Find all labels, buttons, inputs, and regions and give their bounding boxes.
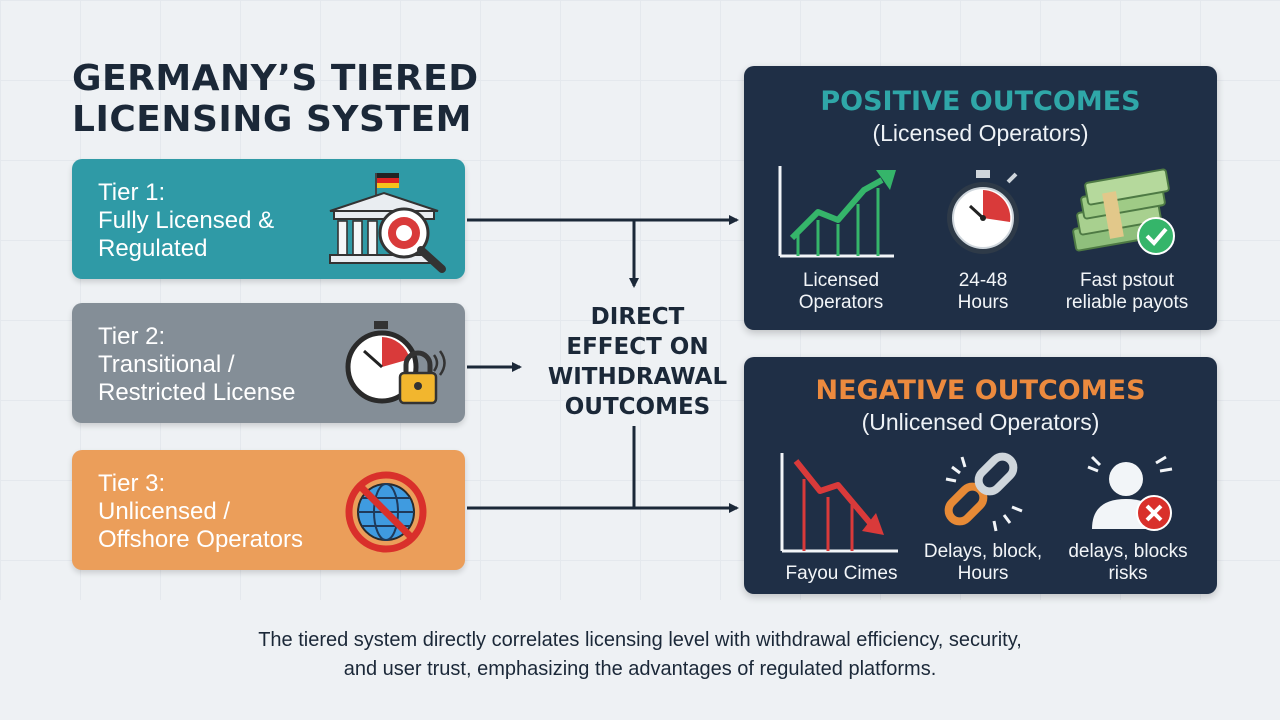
footer-caption: The tiered system directly correlates li… (258, 629, 1022, 680)
tier-3-card: Tier 3: Unlicensed / Offshore Operators (72, 450, 465, 570)
positive-item-3-caption: Fast pstout reliable payots (1065, 270, 1189, 313)
positive-outcomes-panel: POSITIVE OUTCOMES (Licensed Operators) L… (744, 66, 1217, 330)
negative-subtitle: (Unlicensed Operators) (861, 409, 1100, 435)
page-title: GERMANY’S TIERED LICENSING SYSTEM (72, 58, 479, 140)
falling-chart-icon (780, 453, 898, 553)
tier-2-card: Tier 2: Transitional / Restricted Licens… (72, 303, 465, 423)
broken-chain-icon (944, 452, 1023, 532)
positive-title: POSITIVE OUTCOMES (820, 86, 1141, 117)
positive-item-1-caption: Licensed Operators (798, 270, 884, 313)
rising-chart-icon (778, 166, 896, 258)
negative-title: NEGATIVE OUTCOMES (815, 375, 1146, 406)
center-label: DIRECT EFFECT ON WITHDRAWAL OUTCOMES (547, 304, 728, 420)
stopwatch-lock-icon (345, 321, 446, 405)
positive-item-2-caption: 24-48 Hours (957, 270, 1009, 313)
cash-check-icon (1072, 168, 1175, 255)
negative-outcomes-panel: NEGATIVE OUTCOMES (Unlicensed Operators)… (744, 357, 1217, 594)
government-building-icon (329, 173, 446, 273)
stopwatch-icon (947, 170, 1019, 254)
negative-item-3-caption: delays, blocks risks (1068, 541, 1188, 584)
positive-subtitle: (Licensed Operators) (872, 120, 1089, 146)
user-blocked-icon (1087, 455, 1173, 531)
tier-1-card: Tier 1: Fully Licensed & Regulated (72, 159, 465, 279)
tier-1-label: Tier 1: Fully Licensed & Regulated (98, 179, 275, 262)
tier-3-label: Tier 3: Unlicensed / Offshore Operators (98, 470, 303, 553)
blocked-globe-icon (345, 471, 427, 553)
negative-item-1-caption: Fayou Cimes (785, 563, 898, 584)
negative-item-2-caption: Delays, block, Hours (923, 541, 1043, 584)
tier-2-label: Tier 2: Transitional / Restricted Licens… (98, 323, 296, 406)
